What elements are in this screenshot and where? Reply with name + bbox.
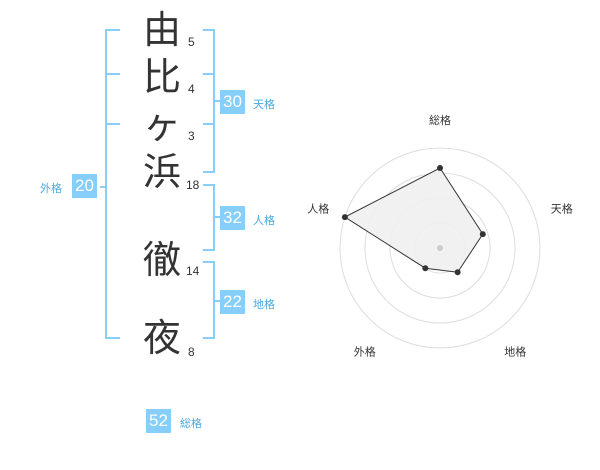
stroke-count-1: 5 — [188, 35, 195, 49]
jinkaku-label: 人格 — [253, 214, 275, 227]
tenkaku-value-badge: 30 — [220, 90, 245, 114]
soukaku-label: 総格 — [180, 417, 202, 430]
stroke-count-5: 14 — [186, 264, 200, 278]
jinkaku-value-badge: 32 — [220, 206, 245, 230]
radar-point-5 — [341, 214, 348, 221]
name-char-5: 徹 — [142, 238, 181, 282]
radar-axis-label-2: 天格 — [551, 201, 573, 215]
stroke-count-4: 18 — [186, 178, 200, 192]
radar-axis-label-4: 外格 — [354, 345, 376, 359]
radar-point-4 — [422, 265, 429, 272]
radar-ring — [339, 147, 541, 349]
soukaku-value-badge: 52 — [146, 409, 171, 433]
stroke-count-2: 4 — [188, 82, 195, 96]
radar-point-3 — [454, 269, 461, 276]
tenkaku-label: 天格 — [253, 98, 275, 111]
name-char-1: 由 — [142, 8, 181, 52]
chikaku-label: 地格 — [253, 298, 275, 311]
gaikaku-bracket — [105, 29, 120, 339]
name-char-6: 夜 — [142, 316, 181, 360]
stroke-count-6: 8 — [188, 345, 195, 359]
radar-axis-label-5: 人格 — [307, 201, 329, 215]
radar-axis-label-3: 地格 — [504, 345, 526, 359]
radar-axis-label-1: 総格 — [429, 113, 451, 127]
name-char-4: 浜 — [142, 150, 181, 194]
gaikaku-label: 外格 — [40, 182, 62, 195]
name-char-2: 比 — [142, 55, 181, 99]
chikaku-value-badge: 22 — [220, 290, 245, 314]
gaikaku-value-badge: 20 — [72, 174, 97, 198]
radar-point-2 — [479, 231, 486, 238]
stroke-count-3: 3 — [188, 129, 195, 143]
radar-center-dot — [437, 245, 443, 251]
radar-point-1 — [437, 165, 443, 171]
radar-data-polygon — [343, 167, 484, 273]
name-char-3: ヶ — [142, 103, 181, 147]
